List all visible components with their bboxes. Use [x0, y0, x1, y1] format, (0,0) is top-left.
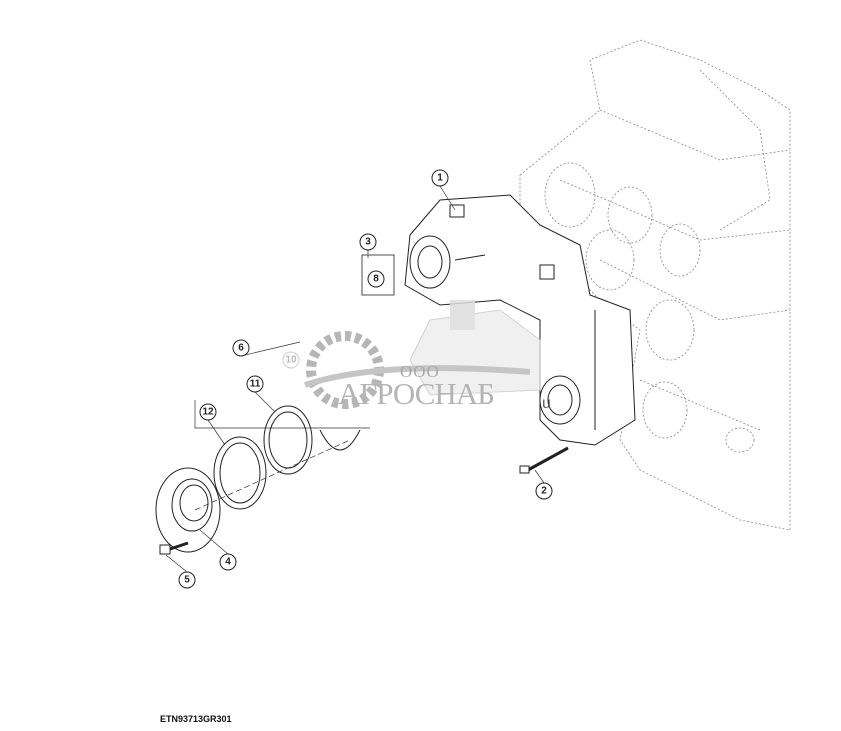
callout-circle: [535, 482, 553, 500]
shim-ring: [213, 436, 267, 510]
callout-8: 8: [367, 270, 385, 288]
callout-label: 12: [202, 407, 214, 418]
gear-housing: [404, 194, 636, 446]
callout-label: 4: [225, 557, 231, 568]
callout-circle: [431, 169, 449, 187]
callout-label: 8: [373, 274, 379, 285]
callout-circle: [282, 351, 300, 369]
callout-1: 1: [431, 169, 449, 187]
gasket-plate: [361, 254, 395, 296]
callout-4: 4: [219, 553, 237, 571]
watermark-name: АГРОСНАБ: [338, 376, 495, 411]
callout-label: 5: [184, 575, 190, 586]
bearing-ring: [319, 429, 361, 451]
callout-label: 3: [365, 237, 371, 248]
snap-ring: [263, 405, 313, 475]
callout-circle: [219, 553, 237, 571]
agrosnab-watermark-logo: ООО АГРОСНАБ u: [300, 300, 560, 430]
callout-circle: [246, 375, 264, 393]
callout-3: 3: [359, 233, 377, 251]
leader-lines: [165, 185, 545, 573]
callout-10: 10: [282, 351, 300, 369]
flange-bolt: [159, 541, 189, 555]
callout-12: 12: [199, 403, 217, 421]
callout-11: 11: [246, 375, 264, 393]
seal-cover: [155, 467, 221, 553]
callout-circle: [178, 571, 196, 589]
callout-label: 10: [285, 355, 297, 366]
callout-5: 5: [178, 571, 196, 589]
figure-id: ETN93713GR301: [160, 714, 232, 724]
shim-ring-inner: [219, 442, 261, 504]
callout-label: 11: [250, 379, 261, 390]
watermark-tail: u: [542, 395, 551, 412]
watermark-prefix: ООО: [400, 362, 440, 381]
callout-label: 1: [437, 173, 443, 184]
long-bolt: [519, 446, 569, 474]
callout-circle: [232, 339, 250, 357]
gear-harvester-logo-icon: [304, 300, 541, 409]
callout-label: 2: [541, 486, 547, 497]
callout-6: 6: [232, 339, 250, 357]
callout-circle: [367, 270, 385, 288]
callout-circle: [359, 233, 377, 251]
callout-label: 6: [238, 343, 244, 354]
callout-circle: [199, 403, 217, 421]
callout-2: 2: [535, 482, 553, 500]
